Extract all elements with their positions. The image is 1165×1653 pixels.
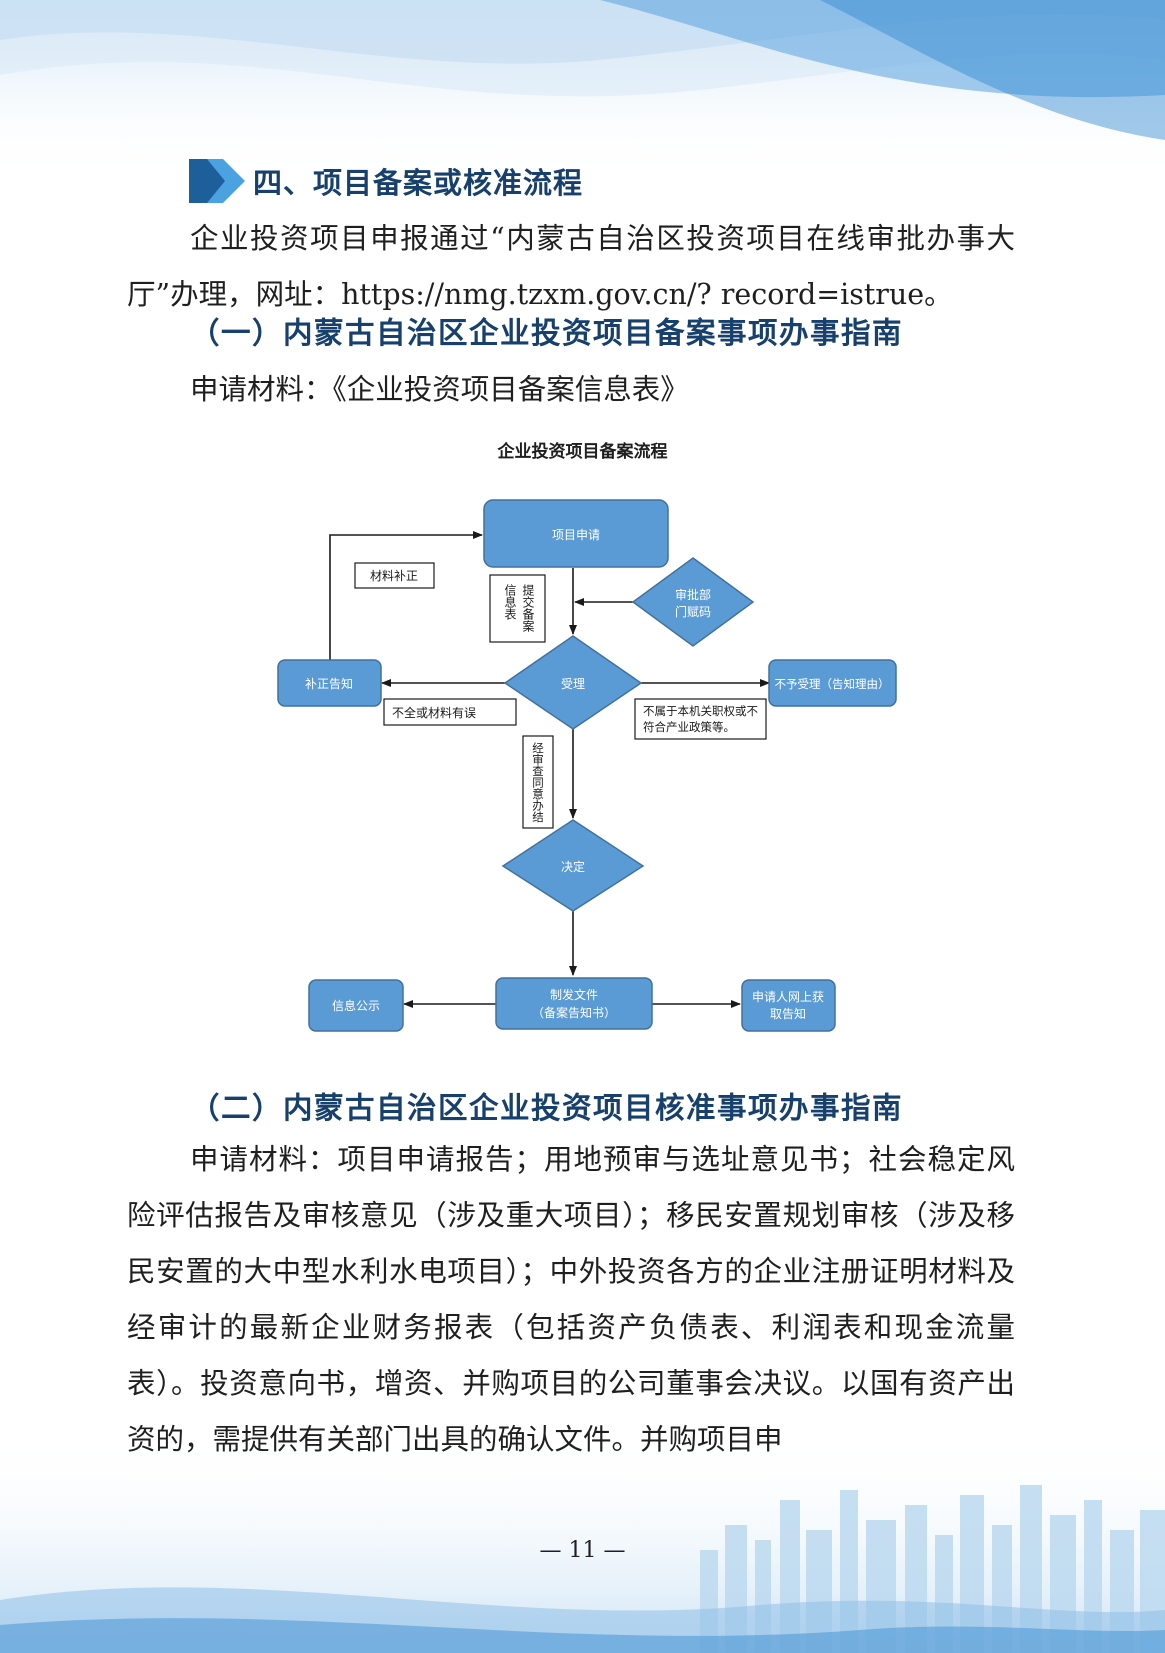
node-decide	[501, 819, 645, 912]
arrow-supplement-to-apply	[329, 531, 483, 660]
node-apply	[483, 499, 669, 568]
node-notify-label-2: 取告知	[770, 1007, 806, 1021]
page-number: — 11 —	[539, 1538, 626, 1563]
node-supplement	[277, 659, 382, 707]
node-apply-label: 项目申请	[552, 528, 600, 542]
label-not-in-scope-2: 符合产业政策等。	[643, 720, 735, 734]
node-issue-label-2: （备案告知书）	[532, 1005, 616, 1020]
label-submit-col2: 提交备案	[521, 583, 535, 632]
node-notify	[741, 979, 836, 1032]
node-issue	[495, 977, 653, 1030]
node-publish	[308, 979, 404, 1032]
label-box-fix-materials	[354, 562, 435, 589]
section-heading-text: 四、项目备案或核准流程	[253, 166, 584, 200]
flowchart-title: 企业投资项目备案流程	[497, 442, 668, 462]
subsection-2-title: （二）内蒙古自治区企业投资项目核准事项办事指南	[190, 1090, 904, 1125]
node-reject-label: 不予受理（告知理由）	[775, 677, 890, 691]
double-chevron-arrow-icon	[189, 159, 245, 203]
footer-skyline-decoration	[0, 1430, 1165, 1653]
header-wave-decoration	[0, 0, 1165, 180]
intro-paragraph: 企业投资项目申报通过“内蒙古自治区投资项目在线审批办事大厅”办理，网址：http…	[127, 222, 1015, 311]
node-decide-label: 决定	[561, 859, 585, 874]
label-box-submit	[489, 574, 546, 643]
subsection-1-materials: 申请材料：《企业投资项目备案信息表》	[190, 373, 689, 406]
label-fix-materials: 材料补正	[370, 569, 418, 583]
node-notify-label-1: 申请人网上获	[752, 990, 824, 1004]
node-code-label-2: 门赋码	[675, 604, 711, 619]
node-publish-label: 信息公示	[332, 998, 380, 1013]
subsection-1-title: （一）内蒙古自治区企业投资项目备案事项办事指南	[190, 315, 904, 350]
node-accept-label: 受理	[561, 677, 585, 691]
label-not-in-scope-1: 不属于本机关职权或不	[643, 704, 758, 718]
label-approved: 经审查同意办结	[531, 742, 545, 823]
label-box-approved	[522, 735, 554, 829]
node-code-label-1: 审批部	[675, 587, 711, 602]
label-box-not-in-scope	[634, 698, 767, 740]
node-issue-label-1: 制发文件	[550, 987, 598, 1002]
section-heading: 四、项目备案或核准流程	[189, 155, 583, 207]
subsection-2-materials: 申请材料：项目申请报告；用地预审与选址意见书；社会稳定风险评估报告及审核意见（涉…	[127, 1143, 1015, 1456]
node-reject	[768, 659, 897, 707]
label-incomplete: 不全或材料有误	[392, 705, 476, 720]
node-accept	[503, 635, 643, 730]
label-submit-col1: 信息表	[503, 584, 517, 620]
node-supplement-label: 补正告知	[305, 677, 353, 691]
label-box-incomplete	[383, 698, 517, 726]
node-code	[631, 557, 755, 647]
